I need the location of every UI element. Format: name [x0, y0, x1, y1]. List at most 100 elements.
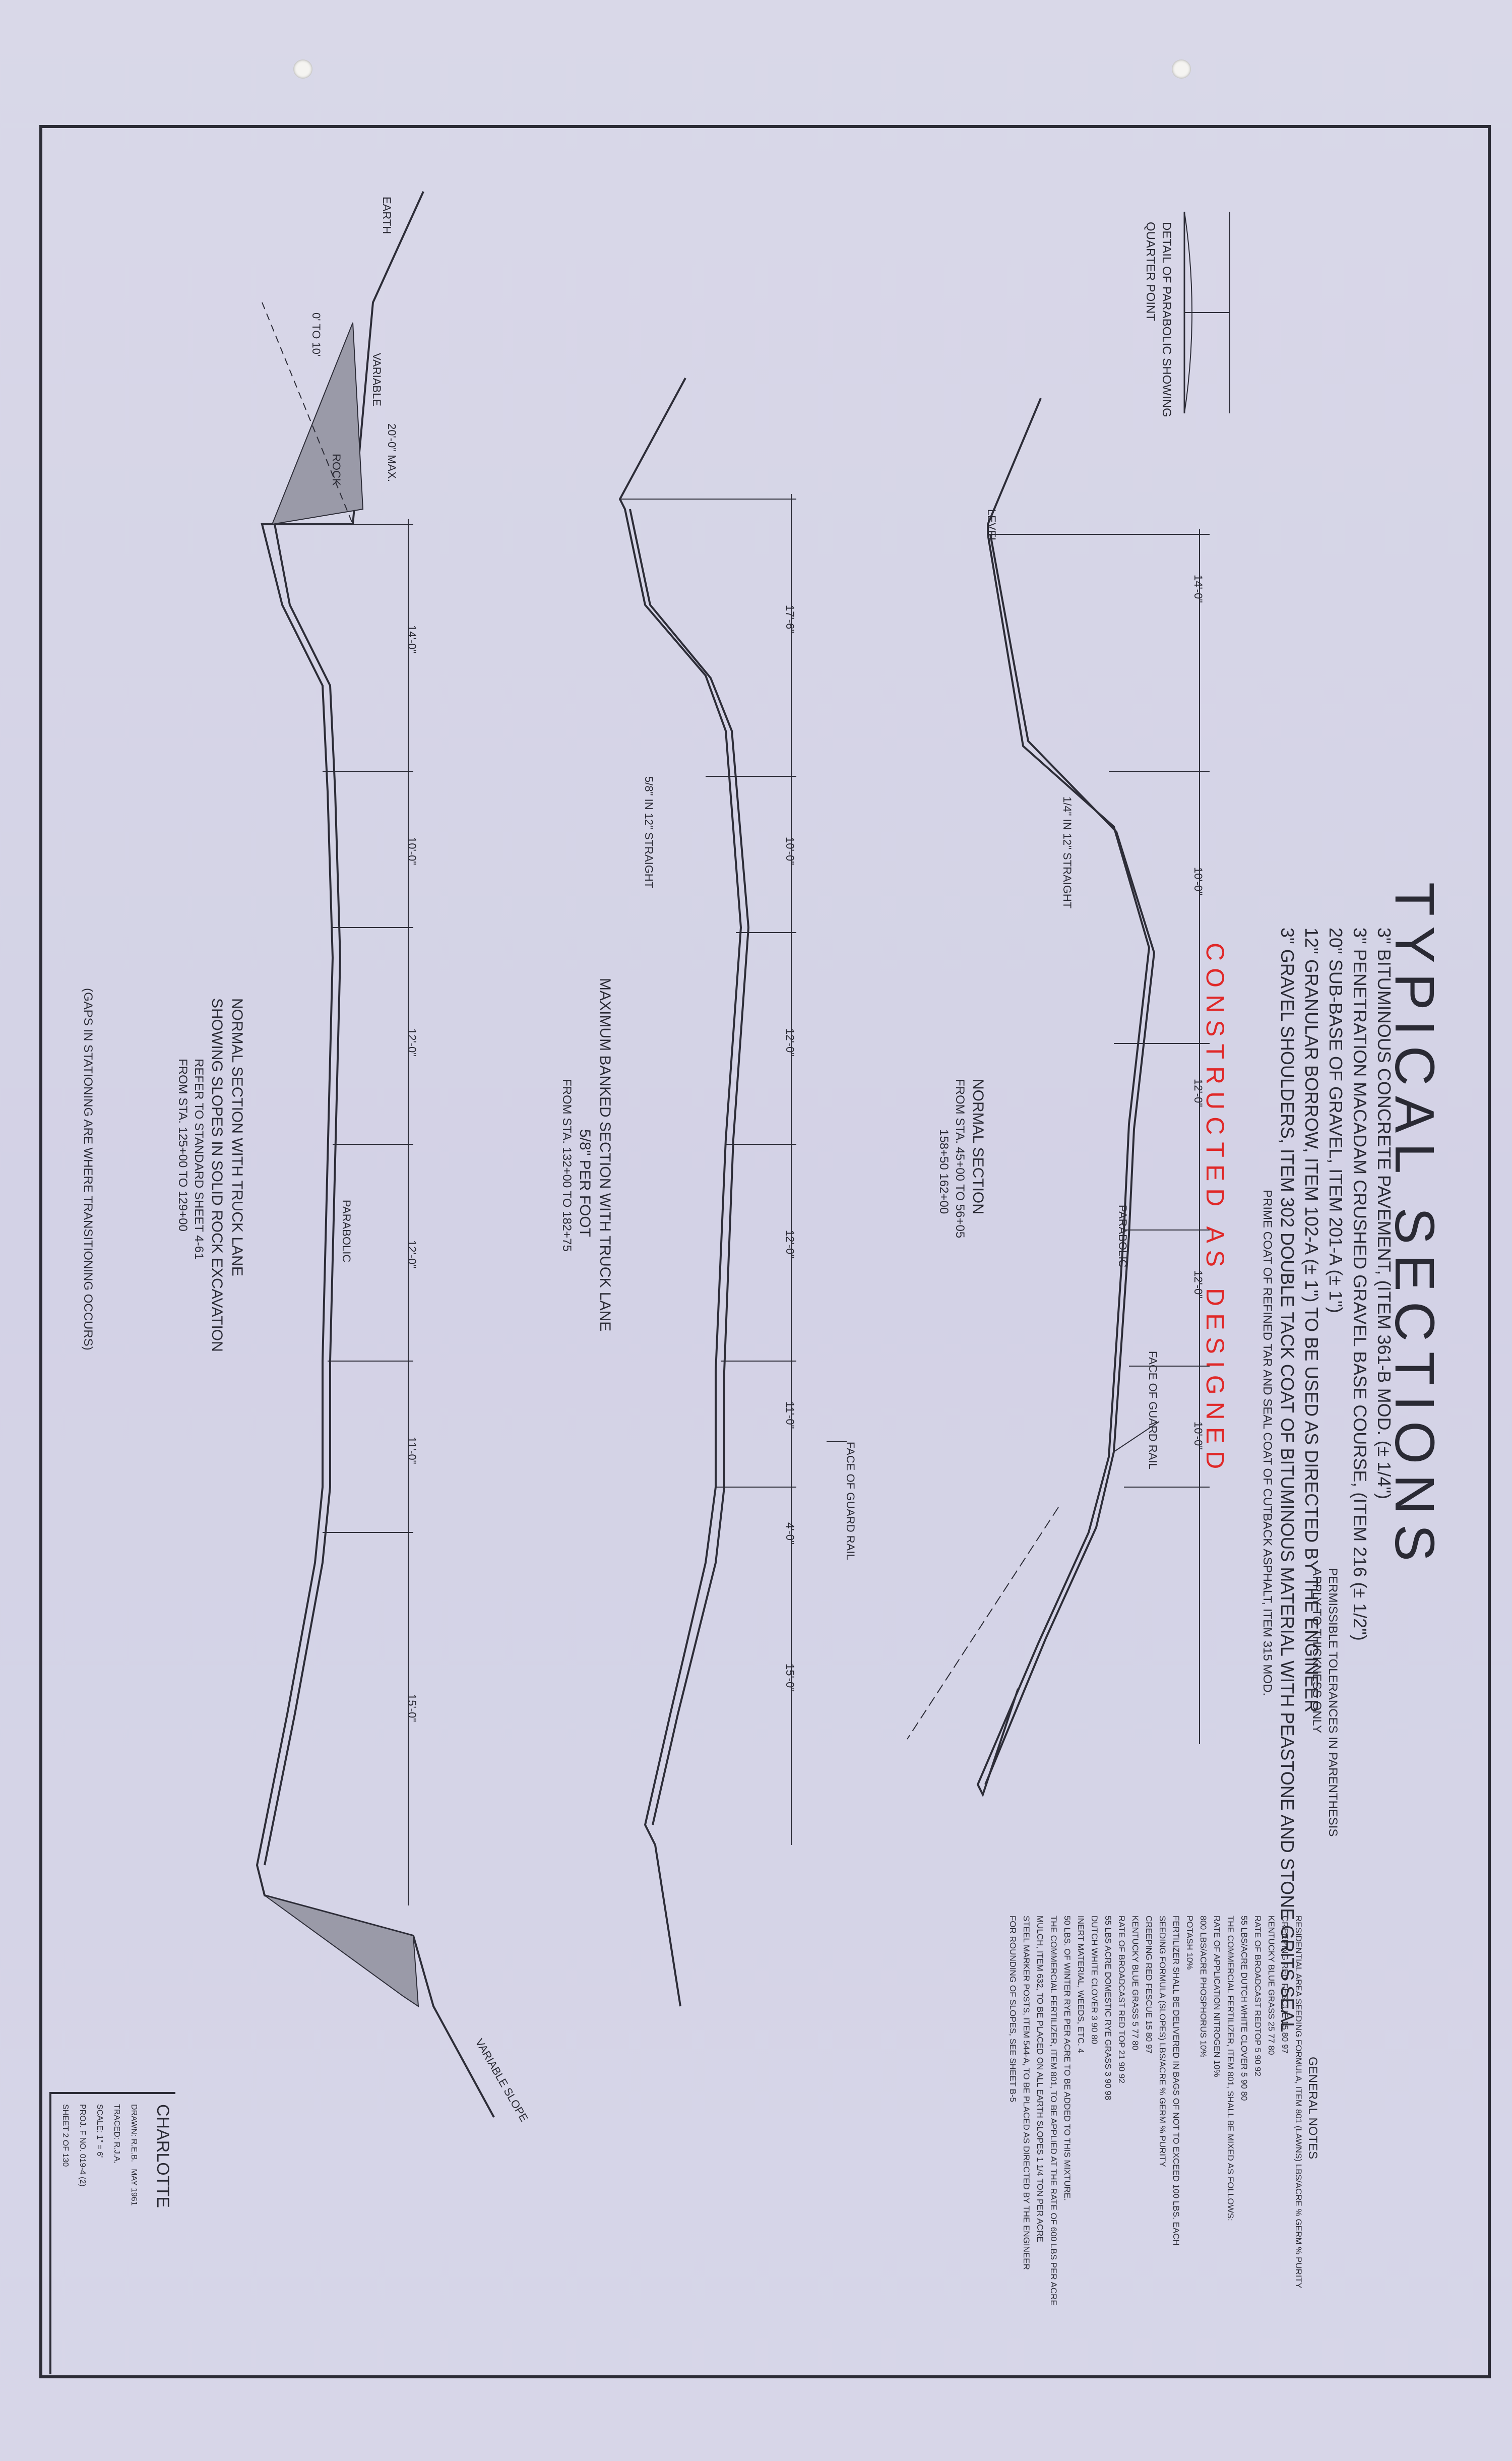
rock-section-caption: NORMAL SECTION WITH TRUCK LANE SHOWING S… [174, 998, 247, 1352]
refer-line: REFER TO STANDARD SHEET 4-61 [192, 1059, 206, 1260]
field-value: R.E.B. [130, 2138, 138, 2162]
parabolic-detail-label: DETAIL OF PARABOLIC SHOWING QUARTER POIN… [1142, 222, 1174, 417]
parabolic-detail-drawing [1183, 211, 1230, 414]
note-line: SEEDING FORMULA (SLOPES) LBS/ACRE % GERM… [1158, 1916, 1167, 2167]
punch-hole [293, 59, 312, 79]
spec-line: 3" GRAVEL SHOULDERS, ITEM 302 DOUBLE TAC… [1277, 928, 1298, 2033]
spec-line: 3" PENETRATION MACADAM CRUSHED GRAVEL BA… [1350, 928, 1370, 1641]
note-line: 55 LBS ACRE DOMESTIC RYE GRASS 3 90 98 [1103, 1916, 1113, 2101]
dim-label: 12'-0" [406, 1240, 418, 1269]
note-line: 800 LBS/ACRE PHOSPHORUS 10% [1199, 1916, 1208, 2058]
note-line: KENTUCKY BLUE GRASS 25 77 80 [1267, 1916, 1276, 2055]
general-notes: RESIDENTIAL AREA SEEDING FORMULA, ITEM 8… [1006, 1916, 1305, 2306]
note-line: POTASH 10% [1185, 1916, 1194, 1970]
dim-label: 4'-0" [784, 1522, 796, 1545]
dim-label: 12'-0" [1192, 1270, 1205, 1299]
dim-label: 10'-0" [1192, 1422, 1205, 1450]
field-label: PROJ. [78, 2104, 87, 2128]
station-line: FROM STA. 125+00 TO 129+00 [176, 1059, 190, 1232]
note-line: THE COMMERCIAL FERTILIZER, ITEM 801, TO … [1049, 1916, 1058, 2306]
tolerance-line: PERMISSIBLE TOLERANCES IN PARENTHESIS [1326, 1568, 1340, 1837]
variable-label: VARIABLE [370, 353, 383, 406]
rock-label: ROCK [330, 454, 343, 486]
dim-label: 12'-0" [1192, 1079, 1205, 1108]
level-label: LEVEL [985, 509, 998, 544]
field-value: 1" = 6' [95, 2135, 104, 2158]
drawn-row: DRAWN: R.E.B. MAY 1961 [125, 2104, 142, 2206]
section-name: NORMAL SECTION WITH TRUCK LANE [229, 998, 245, 1276]
traced-row: TRACED: R.J.A. [108, 2104, 125, 2206]
slope-label: 1/4" IN 12" STRAIGHT [1061, 796, 1074, 909]
field-label: DRAWN: [130, 2104, 138, 2137]
dim-label: 14'-0" [1192, 575, 1205, 603]
normal-section-caption: NORMAL SECTION FROM STA. 45+00 TO 56+05 … [935, 1079, 988, 1238]
dim-label: 17'-6" [784, 605, 796, 634]
note-line: 50 LBS. OF WINTER RYE PER ACRE TO BE ADD… [1062, 1916, 1072, 2201]
field-value: 130 [61, 2153, 70, 2167]
banked-section-drawing [618, 378, 847, 2007]
title-block: CHARLOTTE DRAWN: R.E.B. MAY 1961 TRACED:… [49, 2092, 175, 2374]
field-value: MAY 1961 [130, 2169, 138, 2206]
scale-row: SCALE: 1" = 6' [91, 2104, 108, 2206]
dim-label: 12'-0" [784, 1028, 796, 1057]
dim-label: 11'-0" [406, 1437, 418, 1464]
offset-label: 0' TO 10' [310, 313, 323, 357]
drawing-border [39, 125, 1491, 2378]
earth-label: EARTH [381, 197, 393, 234]
dim-label: 12'-0" [784, 1230, 796, 1259]
field-value: F [78, 2130, 87, 2135]
dim-label: 14'-0" [406, 625, 418, 654]
proj-row: PROJ. F NO. 019-4 (2) [74, 2104, 91, 2206]
note-line: RESIDENTIAL AREA SEEDING FORMULA, ITEM 8… [1294, 1916, 1303, 2289]
parabolic-label: PARABOLIC [340, 1200, 353, 1263]
spec-notes: 3" BITUMINOUS CONCRETE PAVEMENT, (ITEM 3… [1259, 928, 1396, 2032]
station-line: FROM STA. 45+00 TO 56+05 [953, 1079, 967, 1239]
sheet-row: SHEET 2 OF 130 [56, 2104, 74, 2206]
title-block-fields: DRAWN: R.E.B. MAY 1961 TRACED: R.J.A. SC… [56, 2104, 142, 2206]
gaps-note: (GAPS IN STATIONING ARE WHERE TRANSITION… [81, 988, 95, 1350]
section-name: SHOWING SLOPES IN SOLID ROCK EXCAVATION [209, 998, 225, 1352]
station-line: FROM STA. 132+00 TO 182+75 [560, 1079, 574, 1252]
spec-line: 20" SUB-BASE OF GRAVEL, ITEM 201-A (± 1"… [1326, 928, 1346, 1313]
dim-label: 15'-0" [406, 1694, 418, 1722]
note-line: RATE OF BROADCAST REDTOP 5 90 92 [1253, 1916, 1263, 2077]
punch-hole [1172, 59, 1191, 79]
dim-label: 10'-0" [1192, 867, 1205, 896]
spec-line: 12" GRANULAR BORROW, ITEM 102-A (± 1") T… [1301, 928, 1322, 1713]
spec-prime-line: PRIME COAT OF REFINED TAR AND SEAL COAT … [1261, 1190, 1274, 1696]
normal-section-drawing [907, 398, 1210, 1798]
field-label: OF [61, 2139, 70, 2151]
field-label: SCALE: [95, 2104, 104, 2133]
guard-rail-label: FACE OF GUARD RAIL [1147, 1351, 1159, 1469]
banked-section-caption: MAXIMUM BANKED SECTION WITH TRUCK LANE 5… [558, 978, 615, 1331]
town-name: CHARLOTTE [153, 2104, 172, 2208]
section-name: NORMAL SECTION [970, 1079, 986, 1214]
note-line: MULCH, ITEM 632, TO BE PLACED ON ALL EAR… [1035, 1916, 1045, 2242]
field-value: 2 [61, 2133, 70, 2138]
detail-line: DETAIL OF PARABOLIC SHOWING [1160, 222, 1173, 417]
tolerance-note: PERMISSIBLE TOLERANCES IN PARENTHESIS AP… [1308, 1568, 1341, 1836]
note-line: KENTUCKY BLUE GRASS 5 77 80 [1130, 1916, 1140, 2051]
dim-label: 15'-0" [784, 1664, 796, 1692]
detail-line: QUARTER POINT [1144, 222, 1157, 321]
note-line: CREEPING RED FESCUE 15 80 97 [1144, 1916, 1154, 2054]
dim-label: 10'-0" [784, 837, 796, 866]
station-line: 158+50 162+00 [937, 1129, 951, 1214]
field-value: R.J.A. [112, 2141, 121, 2164]
note-line: STEEL MARKER POSTS, ITEM 544-A, TO BE PL… [1022, 1916, 1031, 2270]
spec-line: 3" BITUMINOUS CONCRETE PAVEMENT, (ITEM 3… [1374, 928, 1395, 1500]
note-line: FERTILIZER SHALL BE DELIVERED IN BAGS OF… [1171, 1916, 1181, 2246]
note-line: RATE OF BROADCAST RED TOP 21 90 92 [1117, 1916, 1126, 2083]
guard-rail-label: FACE OF GUARD RAIL [844, 1442, 857, 1560]
section-name: MAXIMUM BANKED SECTION WITH TRUCK LANE [597, 978, 613, 1332]
parabolic-label: PARABOLIC [1116, 1205, 1129, 1268]
section-rate: 5/8" PER FOOT [577, 1129, 593, 1238]
dim-label: 11'-0" [784, 1401, 796, 1429]
constructed-as-designed: CONSTRUCTED AS DESIGNED [1201, 943, 1229, 1476]
max-label: 20'-0" MAX. [386, 423, 398, 482]
note-line: 55 LBS/ACRE DUTCH WHITE CLOVER 5 90 80 [1239, 1916, 1249, 2101]
general-notes-heading: GENERAL NOTES [1306, 2057, 1319, 2160]
note-line: INERT MATERIAL, WEEDS, ETC. 4 [1076, 1916, 1086, 2053]
